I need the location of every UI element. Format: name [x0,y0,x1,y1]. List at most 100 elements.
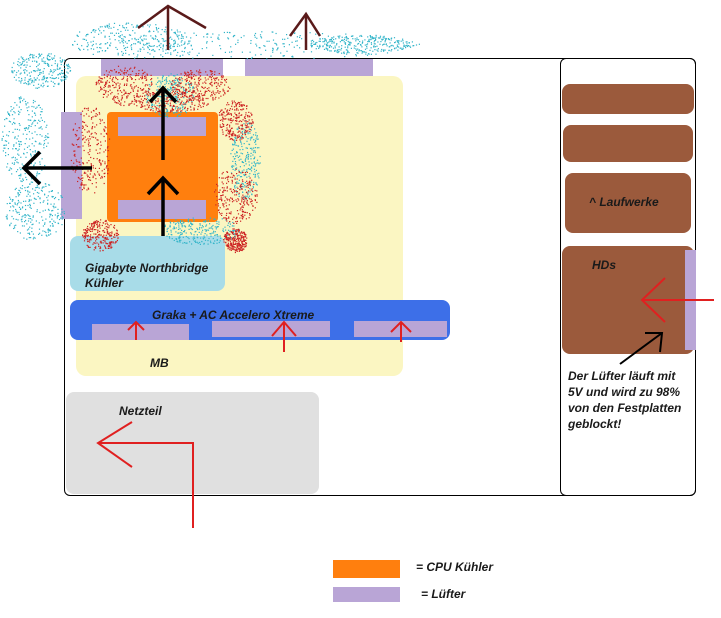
air-particle [238,134,240,136]
air-particle [117,29,119,31]
air-particle [193,97,195,99]
air-particle [102,230,104,232]
air-particle [243,129,245,131]
air-particle [224,234,226,236]
air-particle [360,44,362,46]
air-particle [102,249,104,252]
air-particle [241,241,243,243]
air-particle [182,242,184,244]
air-particle [19,101,21,104]
air-particle [373,46,375,48]
air-particle [7,112,9,115]
air-particle [105,81,107,83]
air-particle [191,83,193,85]
air-particle [224,235,226,238]
air-particle [240,215,242,217]
air-particle [237,156,239,158]
air-particle [211,81,213,83]
air-particle [17,149,19,152]
air-particle [251,136,253,138]
air-particle [199,226,201,229]
fan-note-line3: von den Festplatten [568,401,682,415]
air-particle [148,104,150,106]
air-particle [75,144,78,146]
air-particle [187,100,189,102]
air-particle [39,134,41,136]
air-particle [256,184,258,186]
air-particle [174,42,176,44]
air-particle [187,221,189,223]
air-particle [29,203,31,205]
air-particle [108,227,110,229]
air-particle [99,152,101,154]
air-particle [324,38,326,40]
air-particle [245,239,247,241]
gpu-fan-2 [212,321,330,337]
air-particle [158,112,160,114]
air-particle [147,24,149,26]
air-particle [259,155,261,158]
air-particle [128,74,130,76]
air-particle [159,80,161,82]
air-particle [83,240,86,242]
air-particle [186,79,188,81]
air-particle [44,183,46,185]
air-particle [217,205,220,207]
air-particle [142,43,145,45]
air-particle [176,111,178,113]
air-particle [112,80,114,83]
air-particle [236,220,238,222]
air-particle [236,249,238,251]
air-particle [81,110,84,112]
air-particle [177,79,179,81]
air-particle [46,136,48,138]
air-particle [247,121,249,123]
air-particle [110,32,112,34]
air-particle [189,85,191,87]
air-particle [20,180,22,182]
air-particle [49,59,51,61]
air-particle [216,223,218,225]
air-particle [137,96,139,98]
air-particle [220,110,222,112]
air-particle [128,103,130,105]
air-particle [218,34,220,36]
air-particle [97,225,99,227]
air-particle [385,38,387,40]
air-particle [210,74,212,76]
air-particle [195,241,197,243]
air-particle [172,80,174,82]
air-particle [98,160,100,162]
rear-fan [61,112,82,219]
air-particle [79,187,81,189]
air-particle [65,76,67,78]
air-particle [357,39,360,41]
air-particle [30,207,32,209]
air-particle [211,91,213,94]
air-particle [248,154,250,156]
air-particle [263,45,265,47]
air-particle [13,118,15,120]
air-particle [193,107,195,109]
air-particle [26,186,28,188]
air-particle [117,54,119,56]
air-particle [122,38,124,40]
air-particle [137,54,139,56]
air-particle [72,44,74,46]
air-particle [202,238,205,240]
air-particle [241,231,243,233]
air-particle [238,193,240,195]
air-particle [111,231,113,233]
air-particle [210,242,212,244]
air-particle [318,40,320,42]
air-particle [222,177,224,179]
air-particle [12,72,14,74]
air-particle [101,78,103,80]
air-particle [176,90,178,93]
air-particle [237,116,239,119]
air-particle [75,169,77,171]
air-particle [45,135,47,137]
air-particle [22,215,24,217]
air-particle [21,57,23,60]
air-particle [52,77,54,79]
